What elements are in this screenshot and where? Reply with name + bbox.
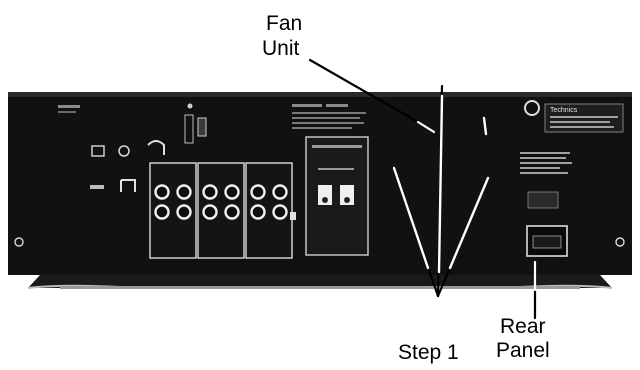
- text-block: [292, 112, 366, 114]
- ground-screw-icon: [524, 100, 540, 116]
- base-lip: [60, 286, 580, 289]
- text-block: [550, 126, 614, 128]
- rca-jack-icon: [176, 184, 192, 200]
- step-1-leader-line: [392, 166, 430, 270]
- ground-tab-icon: [290, 212, 296, 220]
- text-block: [520, 167, 560, 169]
- terminal-icon: [118, 145, 130, 157]
- switch-icon: [197, 117, 207, 137]
- speaker-terminal-icon: [340, 185, 354, 205]
- power-socket-icon: [532, 235, 562, 249]
- rca-jack-icon: [224, 204, 240, 220]
- chassis-base: [28, 275, 612, 288]
- fan-unit-label-line2: Unit: [262, 37, 300, 60]
- step-1-leader-line: [448, 176, 490, 270]
- rca-jack-icon: [154, 204, 170, 220]
- rca-jack-icon: [176, 204, 192, 220]
- rca-jack-icon: [272, 184, 288, 200]
- fan-unit-label-line1: Fan: [266, 12, 302, 35]
- terminal-hole-icon: [344, 197, 350, 203]
- speaker-terminal-icon: [318, 185, 332, 205]
- rca-jack-icon: [250, 184, 266, 200]
- text-block: [292, 122, 364, 124]
- fan-marker-line: [482, 116, 488, 136]
- terminal-hole-icon: [322, 197, 328, 203]
- terminal-icon: [120, 179, 136, 192]
- text-block: [520, 162, 572, 164]
- text-block: [318, 168, 354, 170]
- terminal-icon: [91, 145, 105, 157]
- step-1-label: Step 1: [398, 341, 459, 364]
- rca-jack-icon: [224, 184, 240, 200]
- fan-unit-leader-line: [308, 58, 420, 124]
- step-1-leader-line: [437, 94, 444, 274]
- rca-jack-icon: [202, 204, 218, 220]
- text-block: [312, 145, 362, 148]
- text-block: [326, 104, 348, 107]
- rca-jack-boards: [149, 162, 296, 259]
- rca-jack-icon: [202, 184, 218, 200]
- fan-unit-leader-line: [416, 120, 436, 134]
- switch-icon: [184, 114, 194, 144]
- voltage-label-icon: [527, 191, 559, 209]
- panel-printed-text: Technics: [58, 103, 624, 174]
- text-block: [292, 117, 360, 119]
- screw-icon: [14, 237, 24, 247]
- screw-icon: [615, 237, 625, 247]
- text-block: [58, 111, 76, 113]
- text-block: [292, 127, 352, 129]
- brand-text: Technics: [550, 107, 578, 114]
- text-block: [520, 152, 570, 154]
- rca-jack-icon: [154, 184, 170, 200]
- rca-jack-icon: [272, 204, 288, 220]
- antenna-terminals: [90, 114, 207, 192]
- text-block: [520, 157, 566, 159]
- text-block: [292, 104, 322, 107]
- leader-lines: [308, 58, 537, 320]
- text-block: [520, 172, 568, 174]
- rear-panel-label-line2: Panel: [496, 339, 550, 362]
- terminal-icon: [90, 185, 104, 189]
- text-block: [58, 105, 80, 108]
- chassis-top-edge: [8, 92, 632, 97]
- rear-panel-label-line1: Rear: [500, 315, 546, 338]
- text-block: [550, 121, 610, 123]
- screw-icon: [187, 103, 193, 109]
- ac-inlet: [526, 191, 568, 257]
- text-block: [550, 116, 618, 118]
- antenna-loop-icon: [147, 140, 165, 155]
- speaker-terminal-block: [305, 136, 369, 256]
- rca-jack-icon: [250, 204, 266, 220]
- speaker-panel: [305, 136, 369, 256]
